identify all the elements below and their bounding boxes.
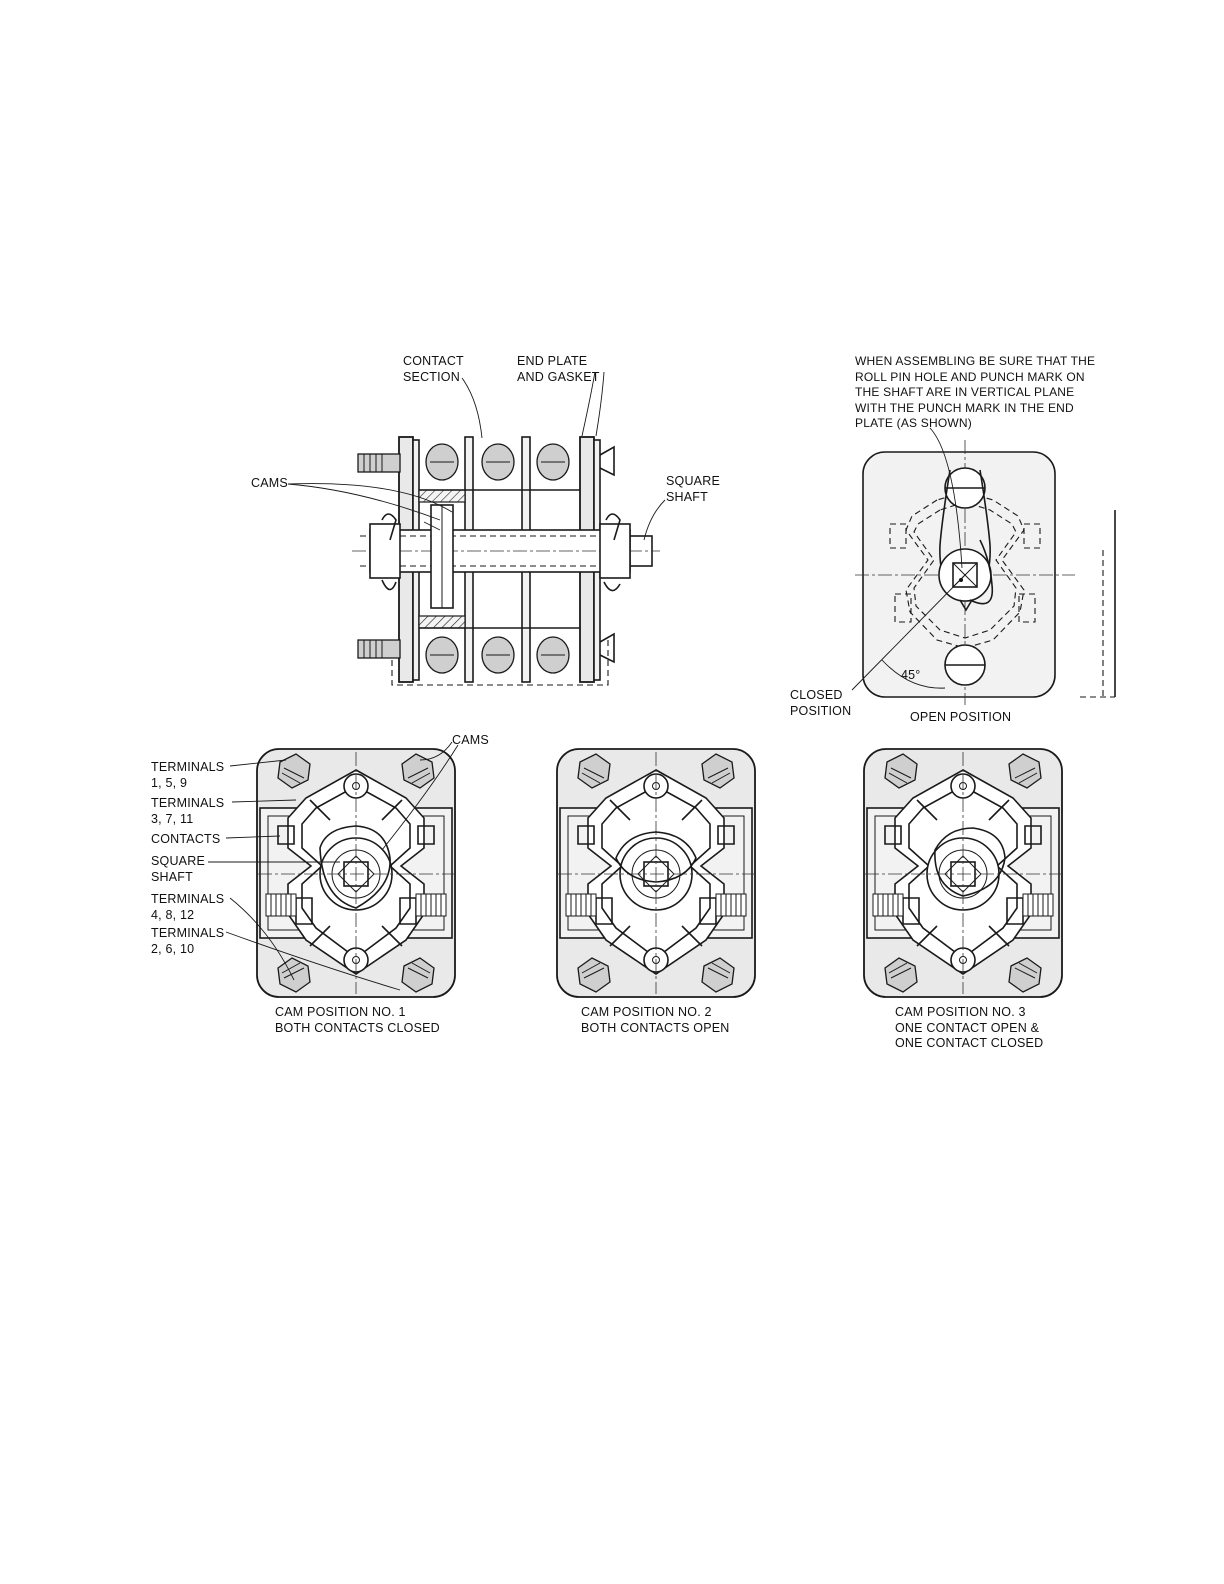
- cam-view-square-shaft-label: SQUARE SHAFT: [151, 854, 205, 884]
- terminals-2-6-10-label: TERMINALS 2, 6, 10: [151, 926, 225, 956]
- side-cams-label: CAMS: [251, 476, 288, 490]
- angle-label: 45°: [901, 668, 921, 682]
- end-plate-gasket-label: END PLATE AND GASKET: [517, 354, 600, 384]
- end-plate-view: [851, 427, 1116, 705]
- terminals-1-5-9-label: TERMINALS 1, 5, 9: [151, 760, 225, 790]
- cam-view-2: [556, 748, 756, 998]
- open-position-label: OPEN POSITION: [910, 710, 1012, 724]
- cam-view-cams-label: CAMS: [452, 733, 489, 747]
- terminals-4-8-12-label: TERMINALS 4, 8, 12: [151, 892, 225, 922]
- closed-position-label: CLOSED POSITION: [790, 688, 852, 718]
- cam-view-3: [863, 748, 1063, 998]
- caption-cam-position-3: CAM POSITION NO. 3 ONE CONTACT OPEN & ON…: [895, 1005, 1044, 1050]
- contacts-label: CONTACTS: [151, 832, 221, 846]
- contact-section-label: CONTACT SECTION: [403, 354, 464, 384]
- side-view: [287, 371, 666, 686]
- cam-view-1: [256, 748, 456, 998]
- caption-cam-position-2: CAM POSITION NO. 2 BOTH CONTACTS OPEN: [581, 1005, 730, 1035]
- caption-cam-position-1: CAM POSITION NO. 1 BOTH CONTACTS CLOSED: [275, 1005, 440, 1035]
- terminals-3-7-11-label: TERMINALS 3, 7, 11: [151, 796, 225, 826]
- side-square-shaft-label: SQUARE SHAFT: [666, 474, 720, 504]
- assembly-instruction: WHEN ASSEMBLING BE SURE THAT THE ROLL PI…: [855, 354, 1096, 430]
- cam-callout-leaders: [208, 741, 459, 991]
